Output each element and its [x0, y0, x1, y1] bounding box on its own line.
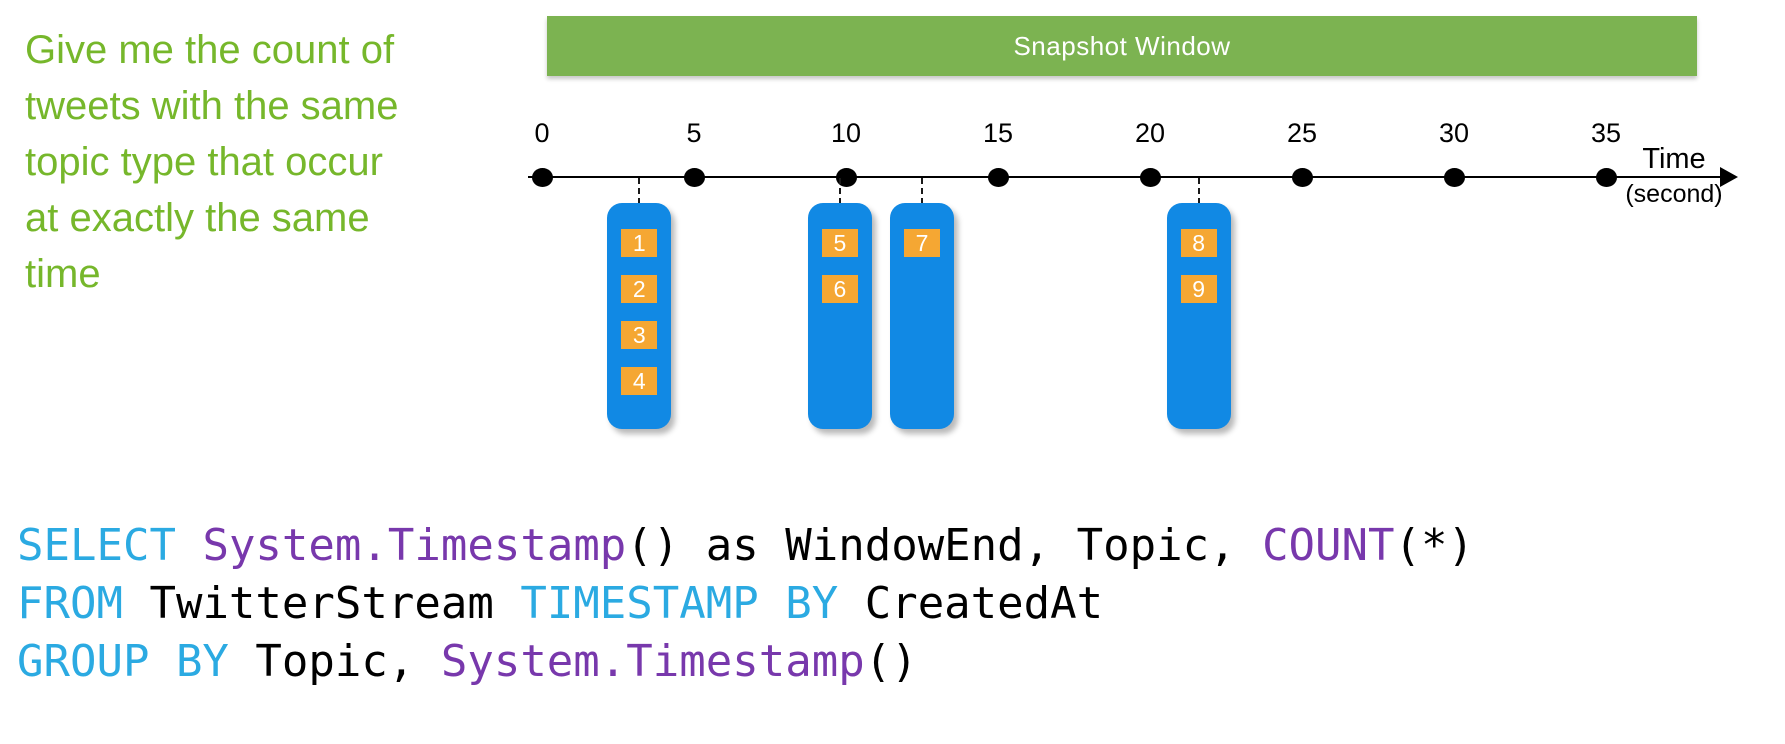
- timeline-dot: [836, 168, 857, 187]
- event-badge: 7: [904, 229, 940, 257]
- tick-label: 25: [1286, 118, 1318, 148]
- code-token: [176, 520, 203, 571]
- event-badge: 1: [621, 229, 658, 257]
- time-axis-arrow-icon: [1720, 167, 1738, 187]
- tick-label: 0: [534, 118, 550, 148]
- code-token: TwitterStream: [122, 578, 521, 629]
- code-token: (): [864, 636, 918, 687]
- code-token: CreatedAt: [838, 578, 1104, 629]
- tick-label: 35: [1590, 118, 1622, 148]
- tick-label: 15: [982, 118, 1014, 148]
- question-line: at exactly the same: [25, 196, 370, 240]
- sql-query: SELECT System.Timestamp() as WindowEnd, …: [17, 517, 1474, 691]
- code-token: System.Timestamp: [440, 636, 865, 687]
- event-badge: 5: [821, 229, 858, 257]
- code-token: () as WindowEnd, Topic,: [626, 520, 1263, 571]
- code-token: System.Timestamp: [202, 520, 627, 571]
- question-line: tweets with the same: [25, 84, 399, 128]
- event-badge: 3: [621, 321, 658, 349]
- code-line: FROM TwitterStream TIMESTAMP BY CreatedA…: [17, 575, 1474, 633]
- code-token: COUNT: [1262, 520, 1395, 571]
- question-line: topic type that occur: [25, 140, 383, 184]
- axis-unit-label: Time (second): [1614, 143, 1734, 208]
- question-text: Give me the count of tweets with the same…: [25, 22, 455, 302]
- code-token: FROM: [17, 578, 123, 629]
- dashed-connector: [921, 178, 923, 204]
- snapshot-window-banner: Snapshot Window: [547, 16, 1697, 76]
- event-group: 1 2 3 4: [607, 203, 672, 429]
- time-axis-line: [528, 176, 1724, 178]
- code-token: Topic,: [228, 636, 441, 687]
- banner-label: Snapshot Window: [1013, 30, 1231, 61]
- timeline-dot: [532, 168, 553, 187]
- tick-label: 30: [1438, 118, 1470, 148]
- dashed-connector: [838, 178, 841, 204]
- event-badge: 9: [1180, 275, 1217, 303]
- question-line: Give me the count of: [25, 28, 395, 72]
- tick-label: 20: [1134, 118, 1166, 148]
- axis-unit-label-time: Time: [1642, 143, 1706, 175]
- question-line: time: [25, 252, 101, 296]
- event-badge: 8: [1180, 229, 1217, 257]
- timeline-dot: [1292, 168, 1313, 187]
- tick-label: 10: [830, 118, 862, 148]
- timeline-dot: [1596, 168, 1617, 187]
- timeline-dot: [988, 168, 1009, 187]
- code-line: GROUP BY Topic, System.Timestamp(): [17, 633, 1474, 691]
- code-token: GROUP BY: [17, 636, 229, 687]
- timeline-dot: [1444, 168, 1465, 187]
- timeline-dot: [1140, 168, 1161, 187]
- code-token: (*): [1394, 520, 1474, 571]
- code-token: TIMESTAMP BY: [520, 578, 839, 629]
- event-badge: 6: [821, 275, 858, 303]
- event-badge: 4: [621, 367, 658, 395]
- code-line: SELECT System.Timestamp() as WindowEnd, …: [17, 517, 1474, 575]
- dashed-connector: [1197, 178, 1200, 204]
- dashed-connector: [638, 178, 641, 204]
- axis-unit-label-second: (second): [1625, 180, 1723, 208]
- event-badge: 2: [621, 275, 658, 303]
- code-token: SELECT: [17, 520, 176, 571]
- event-group: 7: [890, 203, 954, 429]
- timeline-dot: [684, 168, 705, 187]
- tick-label: 5: [686, 118, 702, 148]
